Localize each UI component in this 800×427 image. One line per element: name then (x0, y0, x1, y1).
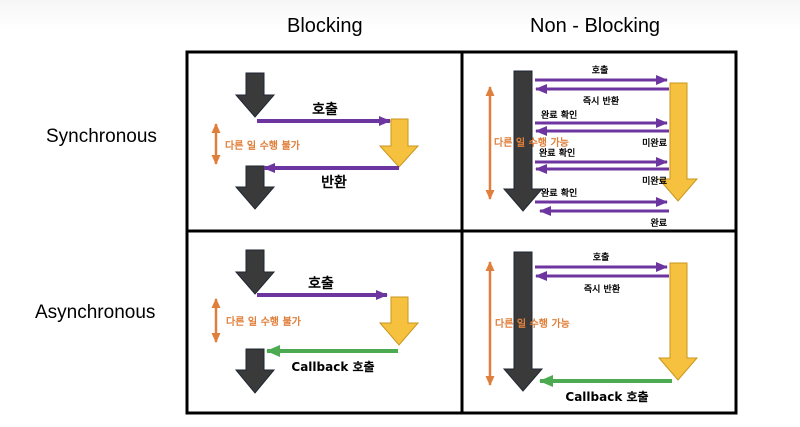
callback-label: Callback 호출 (565, 389, 648, 404)
caller-arrow-bottom (234, 348, 276, 394)
check-label-2: 완료 확인 (539, 147, 575, 159)
cell-sync-non-blocking: 다른 일 수행 가능 호출 즉시 반환 완료 확인 미완료 완료 확인 미완료 … (485, 64, 699, 229)
call-label: 호출 (592, 64, 609, 76)
call-label: 호출 (312, 101, 338, 118)
check-label-3: 완료 확인 (541, 187, 577, 199)
callback-label: Callback 호출 (291, 359, 374, 374)
row-header-asynchronous: Asynchronous (35, 302, 156, 323)
column-header-blocking: Blocking (287, 15, 363, 37)
range-label: 다른 일 수행 가능 (495, 317, 570, 330)
immediate-return-label: 즉시 반환 (583, 95, 620, 107)
cell-async-non-blocking: 다른 일 수행 가능 호출 즉시 반환 Callback 호출 (485, 251, 699, 404)
call-label: 호출 (593, 251, 610, 263)
matrix-grid (185, 50, 738, 415)
callee-arrow (657, 82, 699, 202)
call-label: 호출 (308, 275, 334, 292)
cell-async-blocking: 호출 Callback 호출 다른 일 수행 불가 (211, 249, 420, 394)
incomplete-label-2: 미완료 (642, 175, 668, 187)
callee-arrow (378, 118, 420, 168)
caller-arrow-top (234, 249, 276, 295)
return-label: 반환 (321, 174, 347, 191)
range-label: 다른 일 수행 불가 (226, 315, 302, 328)
immediate-return-label: 즉시 반환 (584, 283, 621, 295)
callee-arrow (378, 296, 420, 346)
caller-arrow-top (234, 72, 276, 118)
check-label-1: 완료 확인 (541, 109, 577, 121)
column-header-non-blocking: Non - Blocking (530, 15, 661, 37)
caller-arrow (502, 70, 544, 212)
caller-arrow (502, 251, 544, 392)
callee-arrow (657, 262, 699, 381)
row-header-synchronous: Synchronous (46, 126, 157, 147)
cell-sync-blocking: 호출 반환 다른 일 수행 불가 (211, 72, 420, 210)
caller-arrow-bottom (234, 165, 276, 210)
range-label: 다른 일 수행 불가 (225, 139, 301, 152)
incomplete-label-1: 미완료 (642, 137, 668, 149)
complete-label: 완료 (650, 217, 667, 229)
range-label: 다른 일 수행 가능 (494, 136, 569, 149)
